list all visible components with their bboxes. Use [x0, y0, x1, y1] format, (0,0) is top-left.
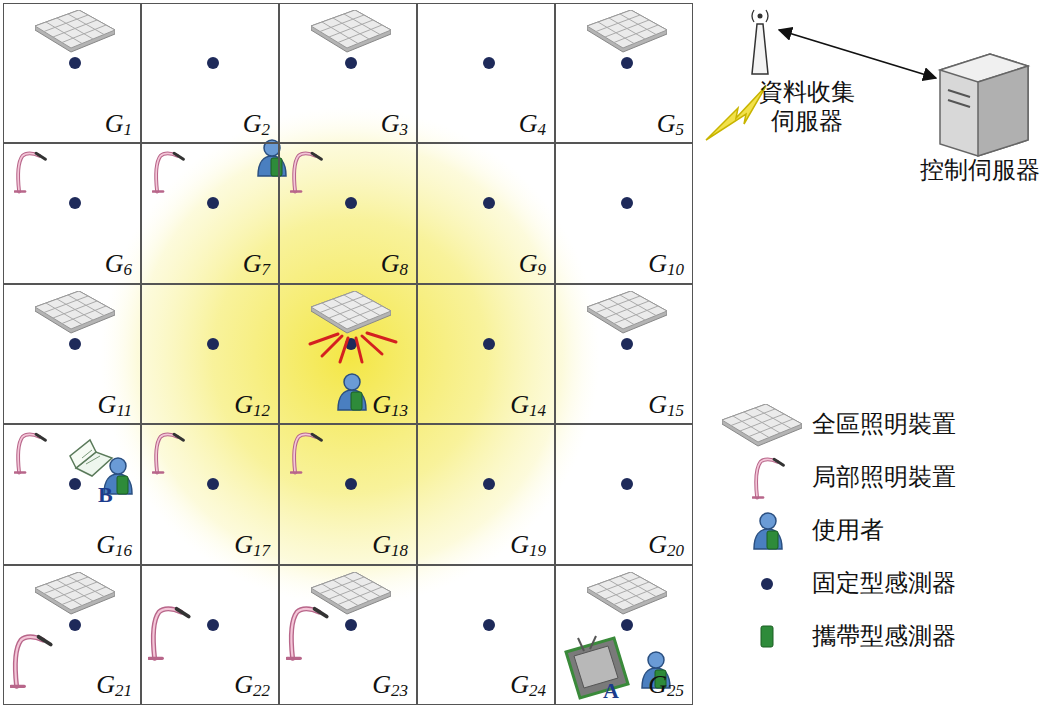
users: [104, 140, 670, 688]
grid-cell: G6: [3, 143, 141, 283]
cell-label: G13: [372, 391, 408, 421]
antenna: [752, 10, 768, 74]
grid-cell: G24: [417, 565, 555, 705]
grid-cell: G21: [3, 565, 141, 705]
cell-label: G16: [96, 531, 132, 561]
grid-cell: G20: [555, 424, 693, 564]
cell-label: G17: [234, 531, 270, 561]
grid-cell: G8: [279, 143, 417, 283]
grid-cell: G13: [279, 284, 417, 424]
antenna-node: 資料收集伺服器: [745, 8, 777, 78]
wireless-bolt: [706, 86, 766, 140]
user-tag: A: [603, 680, 619, 702]
cell-label: G2: [243, 110, 270, 140]
cell-label: G19: [510, 531, 546, 561]
grid-cell: G23: [279, 565, 417, 705]
cell-label: G4: [519, 110, 546, 140]
cell-label: G22: [234, 671, 270, 701]
cell-label: G6: [105, 250, 132, 280]
grid-cell: G5: [555, 3, 693, 143]
grid-cell: G16: [3, 424, 141, 564]
legend-text: 全區照明裝置: [812, 411, 956, 437]
cell-label: G5: [657, 110, 684, 140]
cell-label: G7: [243, 250, 270, 280]
cell-label: G21: [96, 671, 132, 701]
grid-cell: G22: [141, 565, 279, 705]
cell-label: G24: [510, 671, 546, 701]
cell-label: G1: [105, 110, 132, 140]
grid-cell: G17: [141, 424, 279, 564]
cell-label: G9: [519, 250, 546, 280]
legend-text: 使用者: [812, 517, 884, 543]
cell-label: G15: [648, 391, 684, 421]
grid-cell: G18: [279, 424, 417, 564]
server-label: 資料收集伺服器: [757, 78, 858, 136]
cell-label: G14: [510, 391, 546, 421]
grid-cell: G25: [555, 565, 693, 705]
cell-label: G11: [97, 391, 132, 421]
cell-label: G25: [648, 671, 684, 701]
user-tag: B: [98, 484, 113, 506]
cell-label: G8: [381, 250, 408, 280]
link-arrow: [779, 30, 936, 78]
legend-text: 固定型感測器: [812, 570, 956, 596]
book: [70, 440, 112, 476]
server-node: 控制伺服器: [938, 52, 1030, 158]
cell-label: G12: [234, 391, 270, 421]
cell-label: G23: [372, 671, 408, 701]
grid-cell: G14: [417, 284, 555, 424]
global-lights: [35, 10, 667, 614]
cell-label: G3: [381, 110, 408, 140]
grid-cell: G4: [417, 3, 555, 143]
server: [940, 54, 1028, 156]
grid-cell: G7: [141, 143, 279, 283]
grid-cell: G9: [417, 143, 555, 283]
legend-icons: [722, 404, 802, 647]
cell-label: G10: [648, 250, 684, 280]
legend-text: 攜帶型感測器: [812, 623, 956, 649]
cell-label: G20: [648, 531, 684, 561]
grid-cell: G15: [555, 284, 693, 424]
light-glow: [100, 106, 600, 606]
grid-cell: G2: [141, 3, 279, 143]
cell-label: G18: [372, 531, 408, 561]
grid-cell: G3: [279, 3, 417, 143]
grid-cell: G11: [3, 284, 141, 424]
grid-cell: G10: [555, 143, 693, 283]
light-rays: [310, 333, 396, 362]
server-label: 控制伺服器: [908, 156, 1043, 185]
legend-text: 局部照明裝置: [812, 464, 956, 490]
grid-cell: G1: [3, 3, 141, 143]
grid-cell: G12: [141, 284, 279, 424]
fixed-sensors: [69, 57, 633, 631]
grid-cell: G19: [417, 424, 555, 564]
